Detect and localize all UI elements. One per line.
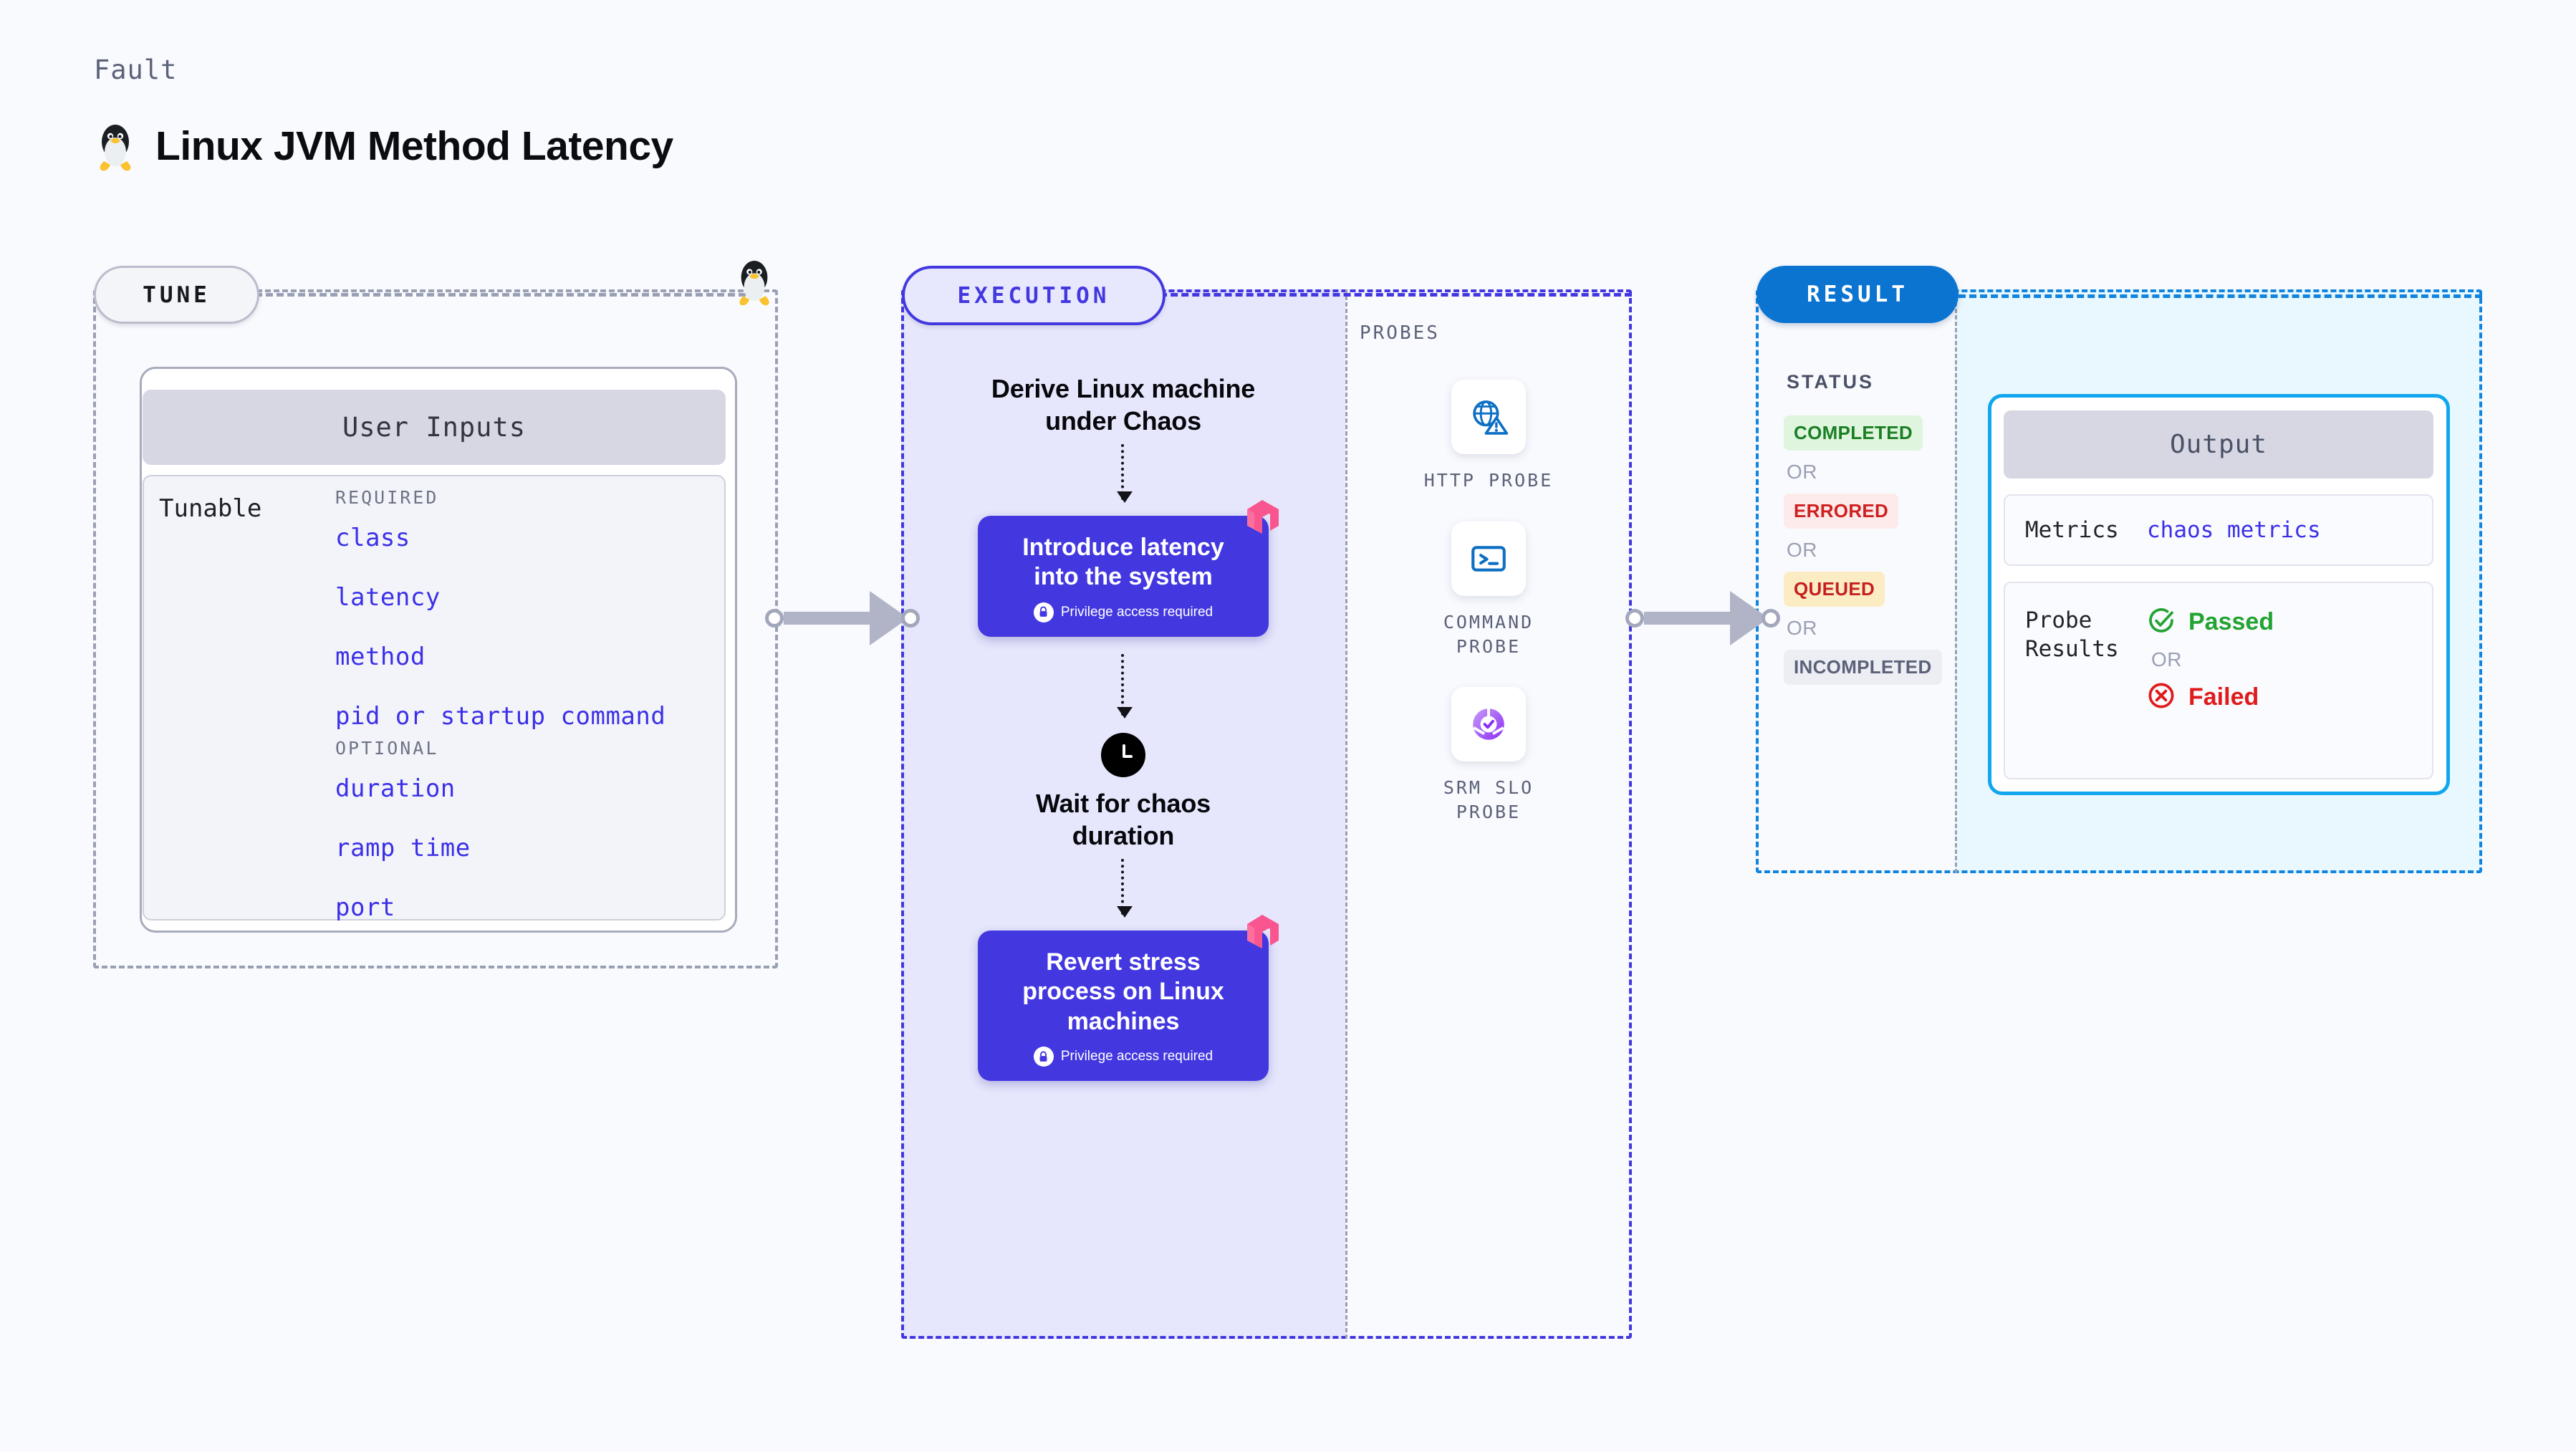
tunable-item-method[interactable]: method: [335, 643, 426, 671]
tunable-item-class[interactable]: class: [335, 524, 410, 552]
result-divider: [1955, 289, 1957, 873]
optional-group-heading: OPTIONAL: [335, 738, 439, 759]
connector-node-start: [1625, 609, 1644, 628]
execution-leader-line: [1160, 293, 1632, 297]
litmus-chaos-mark: [1243, 912, 1282, 954]
probes-divider: [1345, 289, 1347, 1339]
lock-icon: [1033, 602, 1054, 622]
privilege-note-text: Privilege access required: [1060, 604, 1213, 620]
page-kicker: Fault: [94, 54, 178, 85]
connector-node-end: [901, 609, 920, 628]
tunable-item-latency[interactable]: latency: [335, 583, 441, 612]
connector-probes-to-result: [1625, 591, 1780, 645]
lock-icon: [1033, 1047, 1054, 1067]
page-title-row: Linux JVM Method Latency: [94, 120, 673, 172]
required-group-heading: REQUIRED: [335, 487, 439, 508]
tunable-box: [143, 475, 726, 920]
verdict-passed: Passed: [2147, 606, 2274, 638]
flow-arrow-2: [1116, 653, 1133, 718]
execution-zone: [901, 289, 1632, 1339]
probe-label: HTTP PROBE: [1423, 470, 1554, 491]
verdict-or: OR: [2151, 648, 2182, 670]
metrics-label: Metrics: [2025, 517, 2119, 543]
tune-zone: [93, 289, 778, 968]
connector-node-start: [765, 609, 784, 628]
connector-shaft: [784, 612, 870, 625]
metrics-value[interactable]: chaos metrics: [2147, 517, 2321, 543]
privilege-note-text: Privilege access required: [1060, 1049, 1213, 1064]
privilege-note: Privilege access required: [991, 1047, 1256, 1067]
linux-penguin-icon: [94, 120, 137, 172]
result-section-pill[interactable]: RESULT: [1756, 266, 1959, 323]
status-label: STATUS: [1787, 371, 1874, 393]
terminal-prompt-icon: [1451, 521, 1526, 596]
metrics-row: Metrics chaos metrics: [2004, 494, 2433, 566]
tune-leader-line: [255, 293, 756, 297]
status-badge-completed: COMPLETED: [1784, 415, 1923, 451]
clock-icon: [1101, 732, 1145, 777]
result-zone: [1756, 289, 2482, 873]
status-or-3: OR: [1787, 617, 1817, 639]
privilege-note: Privilege access required: [991, 602, 1256, 622]
page-title: Linux JVM Method Latency: [155, 123, 673, 169]
tunable-item-pid-or-startup-command[interactable]: pid or startup command: [335, 702, 666, 731]
tunable-item-duration[interactable]: duration: [335, 774, 456, 803]
globe-warning-icon: [1451, 380, 1526, 454]
status-badge-queued: QUEUED: [1784, 572, 1885, 607]
tunable-list: REQUIRED class latency method pid or sta…: [335, 487, 665, 953]
tune-linux-penguin-icon: [734, 256, 775, 310]
status-or-1: OR: [1787, 461, 1817, 483]
connector-shaft: [1644, 612, 1730, 625]
probes-section-label: PROBES: [1360, 322, 1440, 344]
tune-section-pill[interactable]: TUNE: [94, 266, 259, 324]
probe-http[interactable]: HTTP PROBE: [1424, 380, 1554, 493]
litmus-chaos-mark: [1243, 497, 1282, 539]
verdict-passed-label: Passed: [2188, 608, 2274, 635]
x-circle-icon: [2147, 681, 2176, 713]
flow-arrow-3: [1116, 858, 1133, 918]
execution-section-pill[interactable]: EXECUTION: [902, 266, 1166, 325]
flow-arrow-1: [1116, 444, 1133, 503]
tunable-item-ramp-time[interactable]: ramp time: [335, 834, 471, 862]
result-leader-line: [1959, 294, 2482, 298]
user-inputs-header: User Inputs: [143, 390, 726, 465]
tunable-item-port[interactable]: port: [335, 893, 395, 922]
verdict-failed-label: Failed: [2188, 683, 2259, 711]
verdict-failed: Failed: [2147, 681, 2274, 713]
status-or-2: OR: [1787, 539, 1817, 561]
check-circle-icon: [2147, 606, 2176, 638]
status-badge-errored: ERRORED: [1784, 494, 1899, 529]
output-header: Output: [2004, 410, 2433, 479]
status-list: COMPLETED OR ERRORED OR QUEUED OR INCOMP…: [1784, 415, 1948, 685]
tunable-label: Tunable: [159, 494, 262, 523]
connector-tune-to-execution: [765, 591, 920, 645]
status-badge-incompleted: INCOMPLETED: [1784, 650, 1942, 685]
slo-donut-check-icon: [1451, 687, 1526, 762]
connector-node-end: [1762, 609, 1780, 628]
